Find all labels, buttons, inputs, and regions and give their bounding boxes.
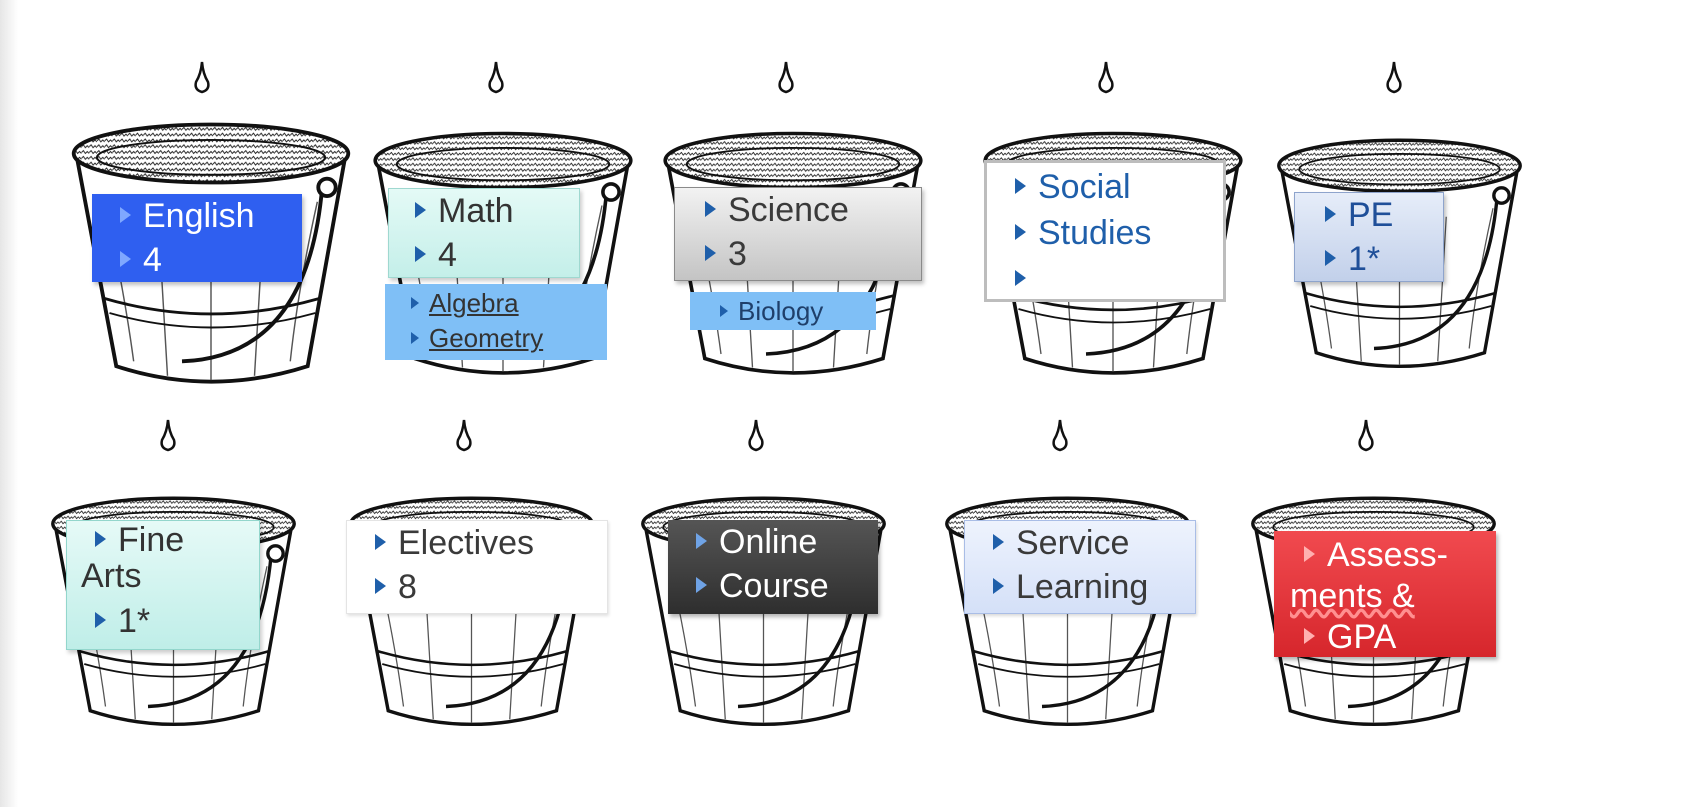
fine-arts-label-1: Fine: [118, 521, 185, 559]
electives-box: Electives 8: [346, 520, 608, 614]
biology-label: Biology: [738, 296, 824, 326]
bullet-icon: [411, 297, 419, 310]
bullet-icon: [375, 578, 386, 595]
electives-credits: 8: [398, 568, 417, 607]
pe-label: PE: [1348, 196, 1394, 234]
math-box: Math 4: [388, 188, 580, 278]
bullet-icon: [415, 246, 426, 263]
english-box: English 4: [92, 194, 302, 282]
bullet-icon: [1325, 206, 1336, 223]
bullet-icon: [705, 245, 716, 262]
math-sub-box: Algebra Geometry: [385, 284, 607, 360]
science-label: Science: [728, 191, 849, 229]
geometry-link[interactable]: Geometry: [429, 323, 544, 354]
water-drop-icon: [776, 60, 796, 94]
bullet-icon: [1015, 269, 1026, 286]
water-drop-icon: [746, 418, 766, 452]
fine-arts-box: Fine Arts 1*: [66, 520, 260, 650]
science-credits: 3: [728, 235, 747, 274]
bullet-icon: [1304, 546, 1315, 563]
online-label-2: Course: [719, 567, 829, 606]
bullet-icon: [1015, 178, 1026, 195]
electives-label: Electives: [398, 524, 535, 562]
assess-label-2: ments &: [1290, 576, 1415, 615]
english-credits: 4: [143, 241, 162, 280]
bullet-icon: [120, 251, 131, 268]
bullet-icon: [1325, 250, 1336, 267]
water-drop-icon: [1050, 418, 1070, 452]
algebra-link[interactable]: Algebra: [429, 288, 519, 318]
water-drop-icon: [486, 60, 506, 94]
water-drop-icon: [1384, 60, 1404, 94]
fine-arts-label-2: Arts: [81, 556, 142, 595]
bullet-icon: [720, 305, 728, 318]
social-label-1: Social: [1038, 168, 1131, 206]
bullet-icon: [705, 201, 716, 218]
bullet-icon: [411, 332, 419, 345]
water-drop-icon: [158, 418, 178, 452]
water-drop-icon: [1356, 418, 1376, 452]
english-label: English: [143, 197, 255, 235]
science-box: Science 3: [674, 187, 922, 281]
bullet-icon: [375, 534, 386, 551]
bullet-icon: [415, 202, 426, 219]
math-label: Math: [438, 192, 514, 230]
fine-arts-credits: 1*: [118, 602, 151, 641]
pe-box: PE 1*: [1294, 192, 1444, 282]
bullet-icon: [696, 533, 707, 550]
bullet-icon: [120, 207, 131, 224]
assessments-box: Assess- ments & GPA: [1274, 531, 1496, 657]
bullet-icon: [95, 612, 106, 629]
bullet-icon: [95, 531, 106, 548]
service-label-2: Learning: [1016, 568, 1149, 607]
water-drop-icon: [192, 60, 212, 94]
social-studies-box: Social Studies: [984, 160, 1226, 302]
science-sub-box: Biology: [690, 292, 876, 330]
water-drop-icon: [1096, 60, 1116, 94]
online-course-box: Online Course: [668, 520, 878, 614]
water-drop-icon: [454, 418, 474, 452]
online-label-1: Online: [719, 523, 818, 561]
assess-label-3: GPA: [1327, 617, 1397, 656]
social-label-2: Studies: [1038, 213, 1152, 252]
service-learning-box: Service Learning: [964, 520, 1196, 614]
bullet-icon: [696, 577, 707, 594]
pe-credits: 1*: [1348, 240, 1381, 279]
assess-label-1: Assess-: [1327, 536, 1448, 574]
math-credits: 4: [438, 236, 457, 275]
bullet-icon: [1015, 223, 1026, 240]
service-label-1: Service: [1016, 524, 1130, 562]
bullet-icon: [993, 534, 1004, 551]
bullet-icon: [1304, 627, 1315, 644]
bullet-icon: [993, 578, 1004, 595]
left-edge-shadow: [0, 0, 18, 807]
